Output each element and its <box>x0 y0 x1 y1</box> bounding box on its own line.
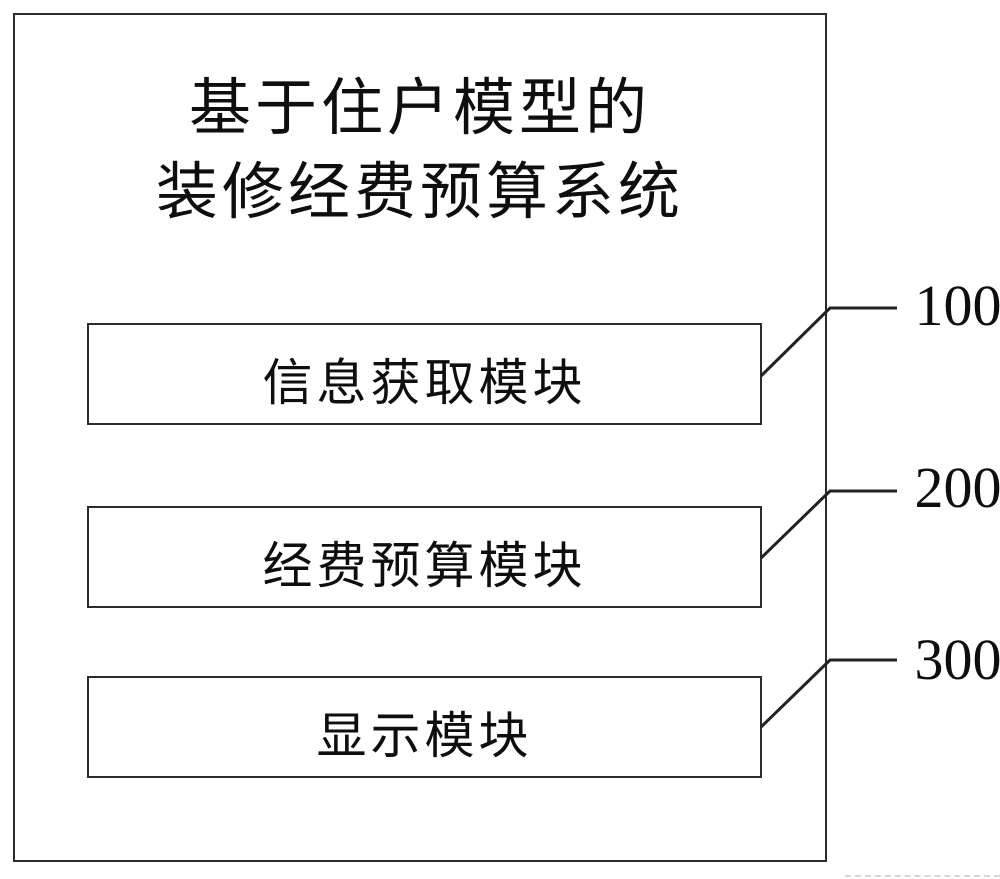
ref-numeral-100: 100 <box>914 273 1000 338</box>
figure-title: 基于住户模型的 装修经费预算系统 <box>15 67 825 235</box>
ref-numeral-200: 200 <box>914 455 1000 520</box>
figure-title-line1: 基于住户模型的 <box>188 75 651 143</box>
module-box-budget-estimation: 经费预算模块 <box>87 506 762 608</box>
ref-numeral-300: 300 <box>914 627 1000 692</box>
module-box-display: 显示模块 <box>87 676 762 778</box>
module-label-information-acquisition: 信息获取模块 <box>262 355 587 411</box>
scan-artifact <box>845 875 1000 877</box>
module-box-information-acquisition: 信息获取模块 <box>87 323 762 425</box>
figure-title-line2: 装修经费预算系统 <box>155 159 684 227</box>
system-boundary-box: 基于住户模型的 装修经费预算系统 信息获取模块 经费预算模块 显示模块 <box>13 13 827 862</box>
module-label-budget-estimation: 经费预算模块 <box>262 538 587 594</box>
module-label-display: 显示模块 <box>316 708 533 764</box>
